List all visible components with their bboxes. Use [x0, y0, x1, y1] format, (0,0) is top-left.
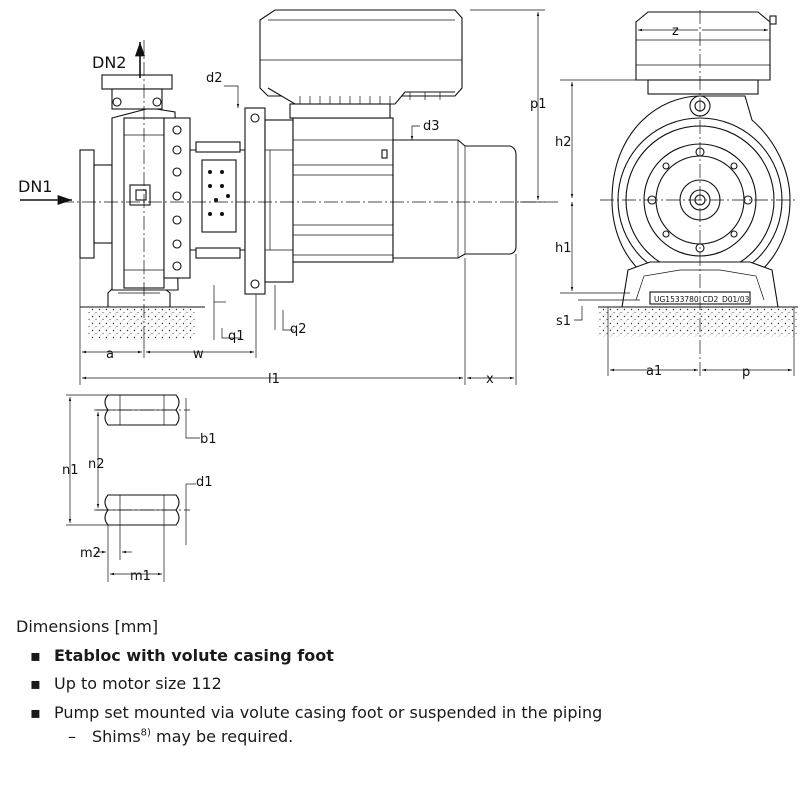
bullet-icon: ▪: [30, 646, 41, 666]
end-ground: [598, 307, 798, 337]
caption-subitem-tail: may be required.: [150, 726, 294, 746]
b1-label: b1: [200, 432, 217, 447]
bullet-icon: ▪: [30, 674, 41, 694]
motor-flange: [244, 107, 266, 295]
h2-label: h2: [555, 135, 572, 150]
h1-label: h1: [555, 241, 572, 256]
pump-dimension-drawing: DN1 DN2 d2 d3 p1 q1 q2 a w l1: [18, 9, 798, 584]
d3-label: d3: [423, 119, 440, 134]
dash-icon: –: [68, 726, 76, 746]
drawing-code: UG1533780_CD2_D01/03: [654, 295, 750, 304]
motor-fins: [293, 139, 393, 256]
cover-bolts: [172, 125, 182, 271]
dn1-label: DN1: [18, 177, 52, 196]
heat-sink-fins: [299, 92, 441, 104]
caption-item: ▪ Pump set mounted via volute casing foo…: [16, 703, 786, 746]
caption-title: Dimensions [mm]: [16, 617, 159, 636]
a1-label: a1: [646, 364, 662, 379]
caption-sublist: – Shims8) may be required.: [54, 727, 786, 746]
fan-cover: [392, 139, 517, 259]
motor-body: [292, 117, 394, 263]
bullet-icon: ▪: [30, 702, 41, 722]
q1-label: q1: [228, 329, 245, 344]
foot-detail: b1 d1 n1 n2 m2 m1: [62, 394, 217, 584]
dn2-label: DN2: [92, 53, 126, 72]
side-ground: [88, 307, 196, 339]
lantern-vent-holes: [208, 170, 230, 216]
p-label: p: [742, 365, 750, 380]
n1-label: n1: [62, 463, 79, 478]
z-label: z: [672, 24, 679, 39]
caption-item: ▪ Etabloc with volute casing foot: [16, 646, 786, 665]
side-view: DN1 DN2 d2 d3 p1 q1 q2 a w l1: [18, 9, 560, 387]
q2-label: q2: [290, 322, 307, 337]
caption-subitem-text: Shims: [92, 726, 141, 746]
m2-label: m2: [80, 546, 101, 561]
n2-label: n2: [88, 457, 105, 472]
x-label: x: [486, 372, 494, 387]
suction-flange: [79, 149, 95, 259]
p1-label: p1: [530, 97, 547, 112]
d2-label: d2: [206, 71, 223, 86]
caption-item-text: Etabloc with volute casing foot: [54, 646, 334, 666]
footnote-ref: 8): [140, 727, 151, 739]
terminal-box: [259, 9, 463, 97]
dimensions-caption: Dimensions [mm] ▪ Etabloc with volute ca…: [16, 617, 786, 755]
w-label: w: [193, 347, 204, 362]
end-terminal-box: [635, 11, 771, 81]
end-view: UG1533780_CD2_D01/03 z h2 h1 s1 a1 p: [555, 10, 798, 380]
caption-item: ▪ Up to motor size 112: [16, 674, 786, 693]
caption-subitem: – Shims8) may be required.: [54, 727, 786, 746]
s1-label: s1: [556, 314, 571, 329]
discharge-flange: [101, 74, 173, 90]
caption-list: ▪ Etabloc with volute casing foot ▪ Up t…: [16, 646, 786, 746]
caption-item-text: Pump set mounted via volute casing foot …: [54, 702, 603, 722]
l1-label: l1: [268, 372, 280, 387]
caption-item-text: Up to motor size 112: [54, 674, 222, 694]
d1-label: d1: [196, 475, 213, 490]
m1-label: m1: [130, 569, 151, 584]
a-label: a: [106, 347, 114, 362]
